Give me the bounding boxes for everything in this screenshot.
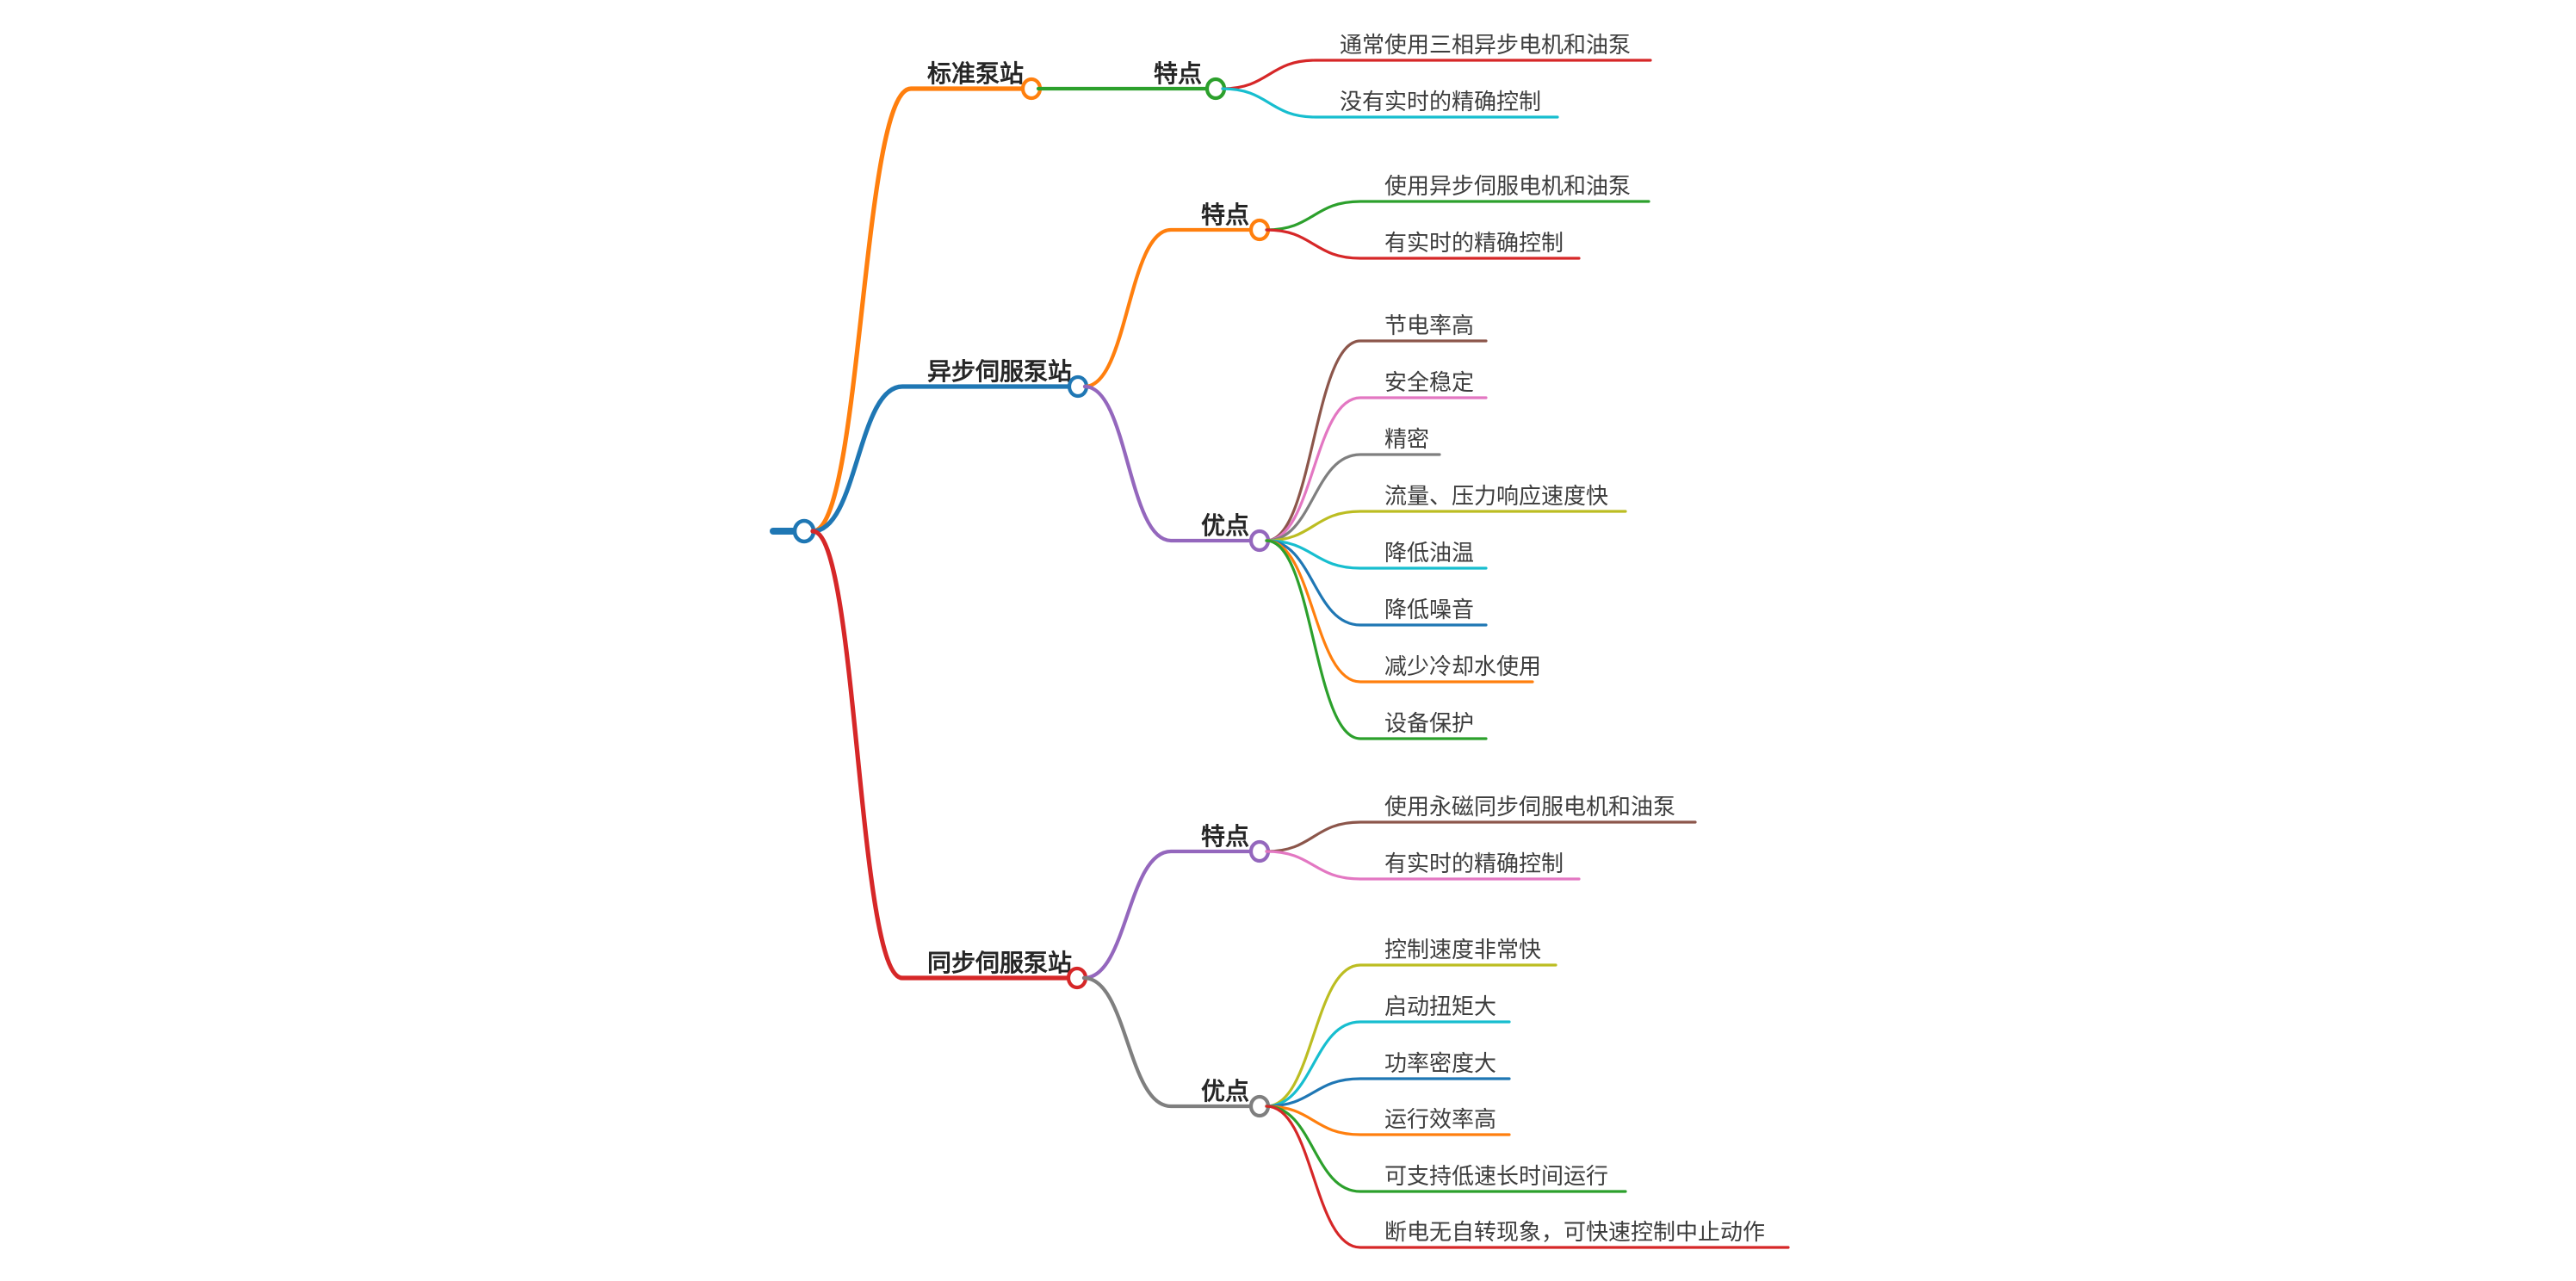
mindmap-node-std-features: 特点 xyxy=(1036,60,1227,101)
node-label-sync-adv-6: 断电无自转现象，可快速控制中止动作 xyxy=(1384,1219,1765,1245)
branch-line-async-adv-2 xyxy=(1265,396,1488,542)
node-label-std-feature-1: 通常使用三相异步电机和油泵 xyxy=(1340,32,1631,58)
mindmap-node-std-station: 标准泵站 xyxy=(810,60,1043,534)
branch-line-sync-adv-6 xyxy=(1265,1105,1790,1249)
node-label-async-adv-7: 减少冷却水使用 xyxy=(1384,653,1541,679)
node-label-sync-adv-2: 启动扭矩大 xyxy=(1384,993,1496,1019)
mindmap-node-sync-adv-2: 启动扭矩大 xyxy=(1265,993,1511,1108)
mindmap-node-sync-feature-2: 有实时的精确控制 xyxy=(1265,850,1581,881)
node-label-sync-station: 同步伺服泵站 xyxy=(927,950,1072,976)
branch-line-sync-adv-2 xyxy=(1265,1020,1511,1108)
node-label-async-adv-5: 降低油温 xyxy=(1384,540,1474,566)
branch-line-std-feature-2 xyxy=(1221,87,1559,119)
mindmap-node-async-adv-8: 设备保护 xyxy=(1265,539,1488,740)
branch-line-async-station xyxy=(810,384,1072,534)
branch-line-async-adv-4 xyxy=(1265,510,1627,542)
node-label-async-adv-2: 安全稳定 xyxy=(1384,369,1474,395)
branch-line-async-feature-1 xyxy=(1265,200,1650,232)
branch-line-sync-advantages xyxy=(1081,975,1254,1109)
branch-line-async-adv-3 xyxy=(1265,453,1441,542)
branch-line-async-adv-1 xyxy=(1265,339,1488,542)
node-label-async-station: 异步伺服泵站 xyxy=(927,358,1072,385)
branch-line-async-adv-5 xyxy=(1265,539,1488,570)
node-label-sync-adv-4: 运行效率高 xyxy=(1384,1106,1496,1132)
mindmap-node-async-adv-6: 降低噪音 xyxy=(1265,539,1488,627)
mindmap-node-sync-station: 同步伺服泵站 xyxy=(810,529,1088,990)
node-label-async-feature-1: 使用异步伺服电机和油泵 xyxy=(1384,173,1631,199)
branch-line-sync-adv-4 xyxy=(1265,1105,1511,1136)
mindmap-node-async-advantages: 优点 xyxy=(1082,384,1271,553)
branch-line-async-advantages xyxy=(1082,384,1254,543)
node-label-async-adv-3: 精密 xyxy=(1384,426,1429,452)
mindmap-node-sync-adv-6: 断电无自转现象，可快速控制中止动作 xyxy=(1265,1105,1790,1249)
branch-line-sync-feature-1 xyxy=(1265,820,1697,853)
mindmap-node-async-station: 异步伺服泵站 xyxy=(810,358,1089,534)
node-label-sync-feature-1: 使用永磁同步伺服电机和油泵 xyxy=(1384,794,1675,820)
branch-line-sync-adv-5 xyxy=(1265,1105,1627,1193)
node-label-sync-adv-5: 可支持低速长时间运行 xyxy=(1384,1163,1608,1189)
mindmap-node-sync-adv-4: 运行效率高 xyxy=(1265,1105,1511,1136)
mindmap-node-sync-feature-1: 使用永磁同步伺服电机和油泵 xyxy=(1265,794,1697,853)
mindmap-node-async-adv-3: 精密 xyxy=(1265,426,1441,542)
node-label-async-feature-2: 有实时的精确控制 xyxy=(1384,230,1564,256)
mindmap-node-sync-adv-3: 功率密度大 xyxy=(1265,1050,1511,1108)
node-label-sync-feature-2: 有实时的精确控制 xyxy=(1384,851,1564,876)
mindmap-node-async-adv-7: 减少冷却水使用 xyxy=(1265,539,1541,684)
mindmap-node-root xyxy=(770,518,816,544)
node-label-async-advantages: 优点 xyxy=(1201,512,1249,539)
branch-line-async-features xyxy=(1082,227,1254,389)
node-label-sync-adv-3: 功率密度大 xyxy=(1384,1050,1496,1076)
mindmap-node-async-feature-2: 有实时的精确控制 xyxy=(1265,228,1581,260)
mindmap-node-sync-adv-5: 可支持低速长时间运行 xyxy=(1265,1105,1627,1193)
node-label-async-features: 特点 xyxy=(1201,201,1249,228)
mindmap-node-async-adv-1: 节电率高 xyxy=(1265,313,1488,542)
branch-line-sync-features xyxy=(1081,849,1254,981)
mindmap-node-async-adv-2: 安全稳定 xyxy=(1265,369,1488,542)
node-label-std-feature-2: 没有实时的精确控制 xyxy=(1340,89,1541,114)
mindmap-node-std-feature-1: 通常使用三相异步电机和油泵 xyxy=(1221,32,1652,90)
mindmap-node-async-features: 特点 xyxy=(1082,201,1271,389)
branch-line-async-adv-7 xyxy=(1265,539,1534,684)
branch-line-sync-adv-3 xyxy=(1265,1077,1511,1108)
branch-line-std-station xyxy=(810,86,1025,534)
mindmap-node-std-feature-2: 没有实时的精确控制 xyxy=(1221,87,1559,119)
mindmap-node-async-adv-5: 降低油温 xyxy=(1265,539,1488,570)
branch-line-async-adv-6 xyxy=(1265,539,1488,627)
branch-line-async-feature-2 xyxy=(1265,228,1581,260)
mindmap-node-sync-adv-1: 控制速度非常快 xyxy=(1265,937,1557,1108)
branch-line-sync-adv-1 xyxy=(1265,963,1557,1108)
node-label-sync-advantages: 优点 xyxy=(1201,1078,1249,1105)
node-label-async-adv-4: 流量、压力响应速度快 xyxy=(1384,483,1608,509)
mindmap-node-async-feature-1: 使用异步伺服电机和油泵 xyxy=(1265,173,1650,232)
node-label-std-station: 标准泵站 xyxy=(927,60,1024,87)
node-label-sync-features: 特点 xyxy=(1201,823,1249,850)
node-label-async-adv-6: 降低噪音 xyxy=(1384,597,1474,622)
branch-line-sync-feature-2 xyxy=(1265,850,1581,881)
branch-line-sync-station xyxy=(810,529,1071,981)
branch-line-std-feature-1 xyxy=(1221,59,1652,90)
node-label-sync-adv-1: 控制速度非常快 xyxy=(1384,937,1541,962)
mindmap-node-sync-advantages: 优点 xyxy=(1081,975,1271,1118)
mindmap-node-sync-features: 特点 xyxy=(1081,823,1271,981)
node-label-async-adv-1: 节电率高 xyxy=(1384,313,1474,338)
mindmap-node-async-adv-4: 流量、压力响应速度快 xyxy=(1265,483,1627,542)
branch-line-async-adv-8 xyxy=(1265,539,1488,740)
node-label-async-adv-8: 设备保护 xyxy=(1384,710,1474,736)
node-label-std-features: 特点 xyxy=(1154,60,1202,87)
